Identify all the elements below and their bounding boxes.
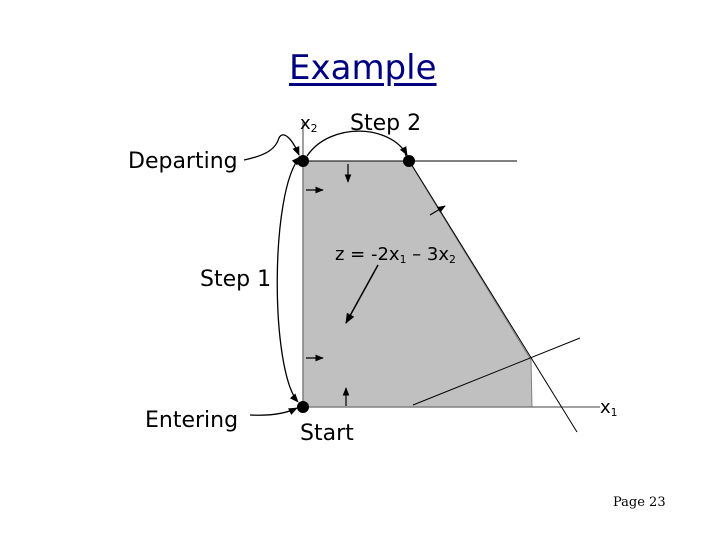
start-label: Start xyxy=(300,421,354,446)
axis-label-x1: x1 xyxy=(600,397,618,420)
step2-label: Step 2 xyxy=(350,111,422,136)
constraint-slant xyxy=(404,153,578,433)
objective-function: z = -2x1 – 3x2 xyxy=(335,244,456,267)
vertex-step1 xyxy=(297,155,309,167)
feasible-region xyxy=(302,160,533,408)
step2-curve xyxy=(306,130,408,157)
vertex-origin xyxy=(297,401,309,413)
departing-label: Departing xyxy=(128,149,238,174)
axis-label-x2: x2 xyxy=(300,113,318,136)
page-number: Page 23 xyxy=(613,495,666,510)
vertex-step2 xyxy=(403,155,415,167)
step1-label: Step 1 xyxy=(200,267,272,292)
slide-title: Example xyxy=(289,48,437,88)
step1-curve xyxy=(276,156,301,403)
departing-pointer xyxy=(243,134,300,161)
arrow-slant xyxy=(429,205,446,216)
objective-arrow xyxy=(345,264,379,324)
entering-pointer xyxy=(249,407,298,416)
constraint-lower xyxy=(412,337,581,406)
entering-label: Entering xyxy=(145,408,239,433)
